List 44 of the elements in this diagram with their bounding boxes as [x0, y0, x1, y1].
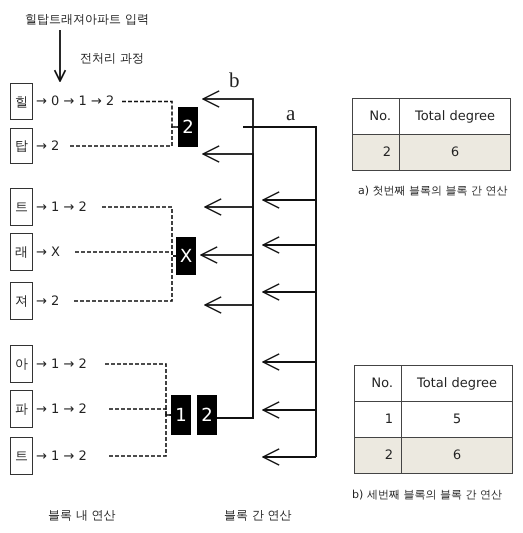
letter-label: b: [229, 68, 240, 93]
arrow: [204, 296, 254, 419]
section-label: 블록 간 연산: [224, 507, 292, 524]
dashed-connector: [70, 126, 178, 147]
dashed-connector: [122, 100, 178, 128]
sequence-text: → 2: [36, 294, 60, 308]
sequence-text: → 1 → 2: [36, 448, 87, 464]
table-cell: 2: [354, 438, 402, 474]
dashed-connector: [109, 414, 171, 457]
table-cell: No.: [354, 366, 402, 402]
sequence-text: → X: [36, 244, 60, 260]
table-cell: No.: [352, 98, 400, 134]
dashed-connector: [109, 408, 171, 416]
block-label: 2: [178, 107, 198, 147]
character-box: 져: [10, 282, 33, 320]
sequence-text: → 1 → 2: [36, 200, 87, 214]
section-label: 블록 내 연산: [48, 507, 116, 524]
sequence-text: → 1 → 2: [36, 356, 87, 372]
letter-label: a: [286, 101, 296, 126]
character-box: 래: [10, 233, 33, 271]
sequence-text: → 2: [36, 138, 60, 154]
dashed-connector: [75, 251, 176, 257]
character-box: 힐: [10, 83, 33, 120]
character-box: 파: [10, 390, 33, 428]
sequence-text: → 0 → 1 → 2: [36, 94, 114, 109]
character-box: 트: [10, 188, 33, 226]
block-label: X: [176, 237, 196, 275]
table-cell: 2: [352, 134, 400, 170]
sequence-text: → 1 → 2: [36, 402, 87, 416]
arrow: [54, 30, 66, 82]
character-box: 탑: [10, 128, 33, 164]
table-cell: Total degree: [402, 366, 512, 402]
character-box: 트: [10, 437, 33, 475]
input-text: 힐탑트래져아파트 입력: [25, 10, 155, 28]
caption: b) 세번째 블록의 블록 간 연산: [352, 487, 502, 502]
dashed-connector: [74, 255, 176, 302]
table-cell: 6: [400, 134, 510, 170]
table-cell: 6: [402, 438, 512, 474]
edge-label: 전처리 과정: [80, 50, 144, 67]
dashed-connector: [105, 363, 171, 416]
character-box: 아: [10, 345, 33, 383]
block-label: 1: [171, 395, 191, 435]
caption: a) 첫번째 블록의 블록 간 연산: [358, 183, 508, 198]
block-label: 2: [197, 395, 217, 435]
